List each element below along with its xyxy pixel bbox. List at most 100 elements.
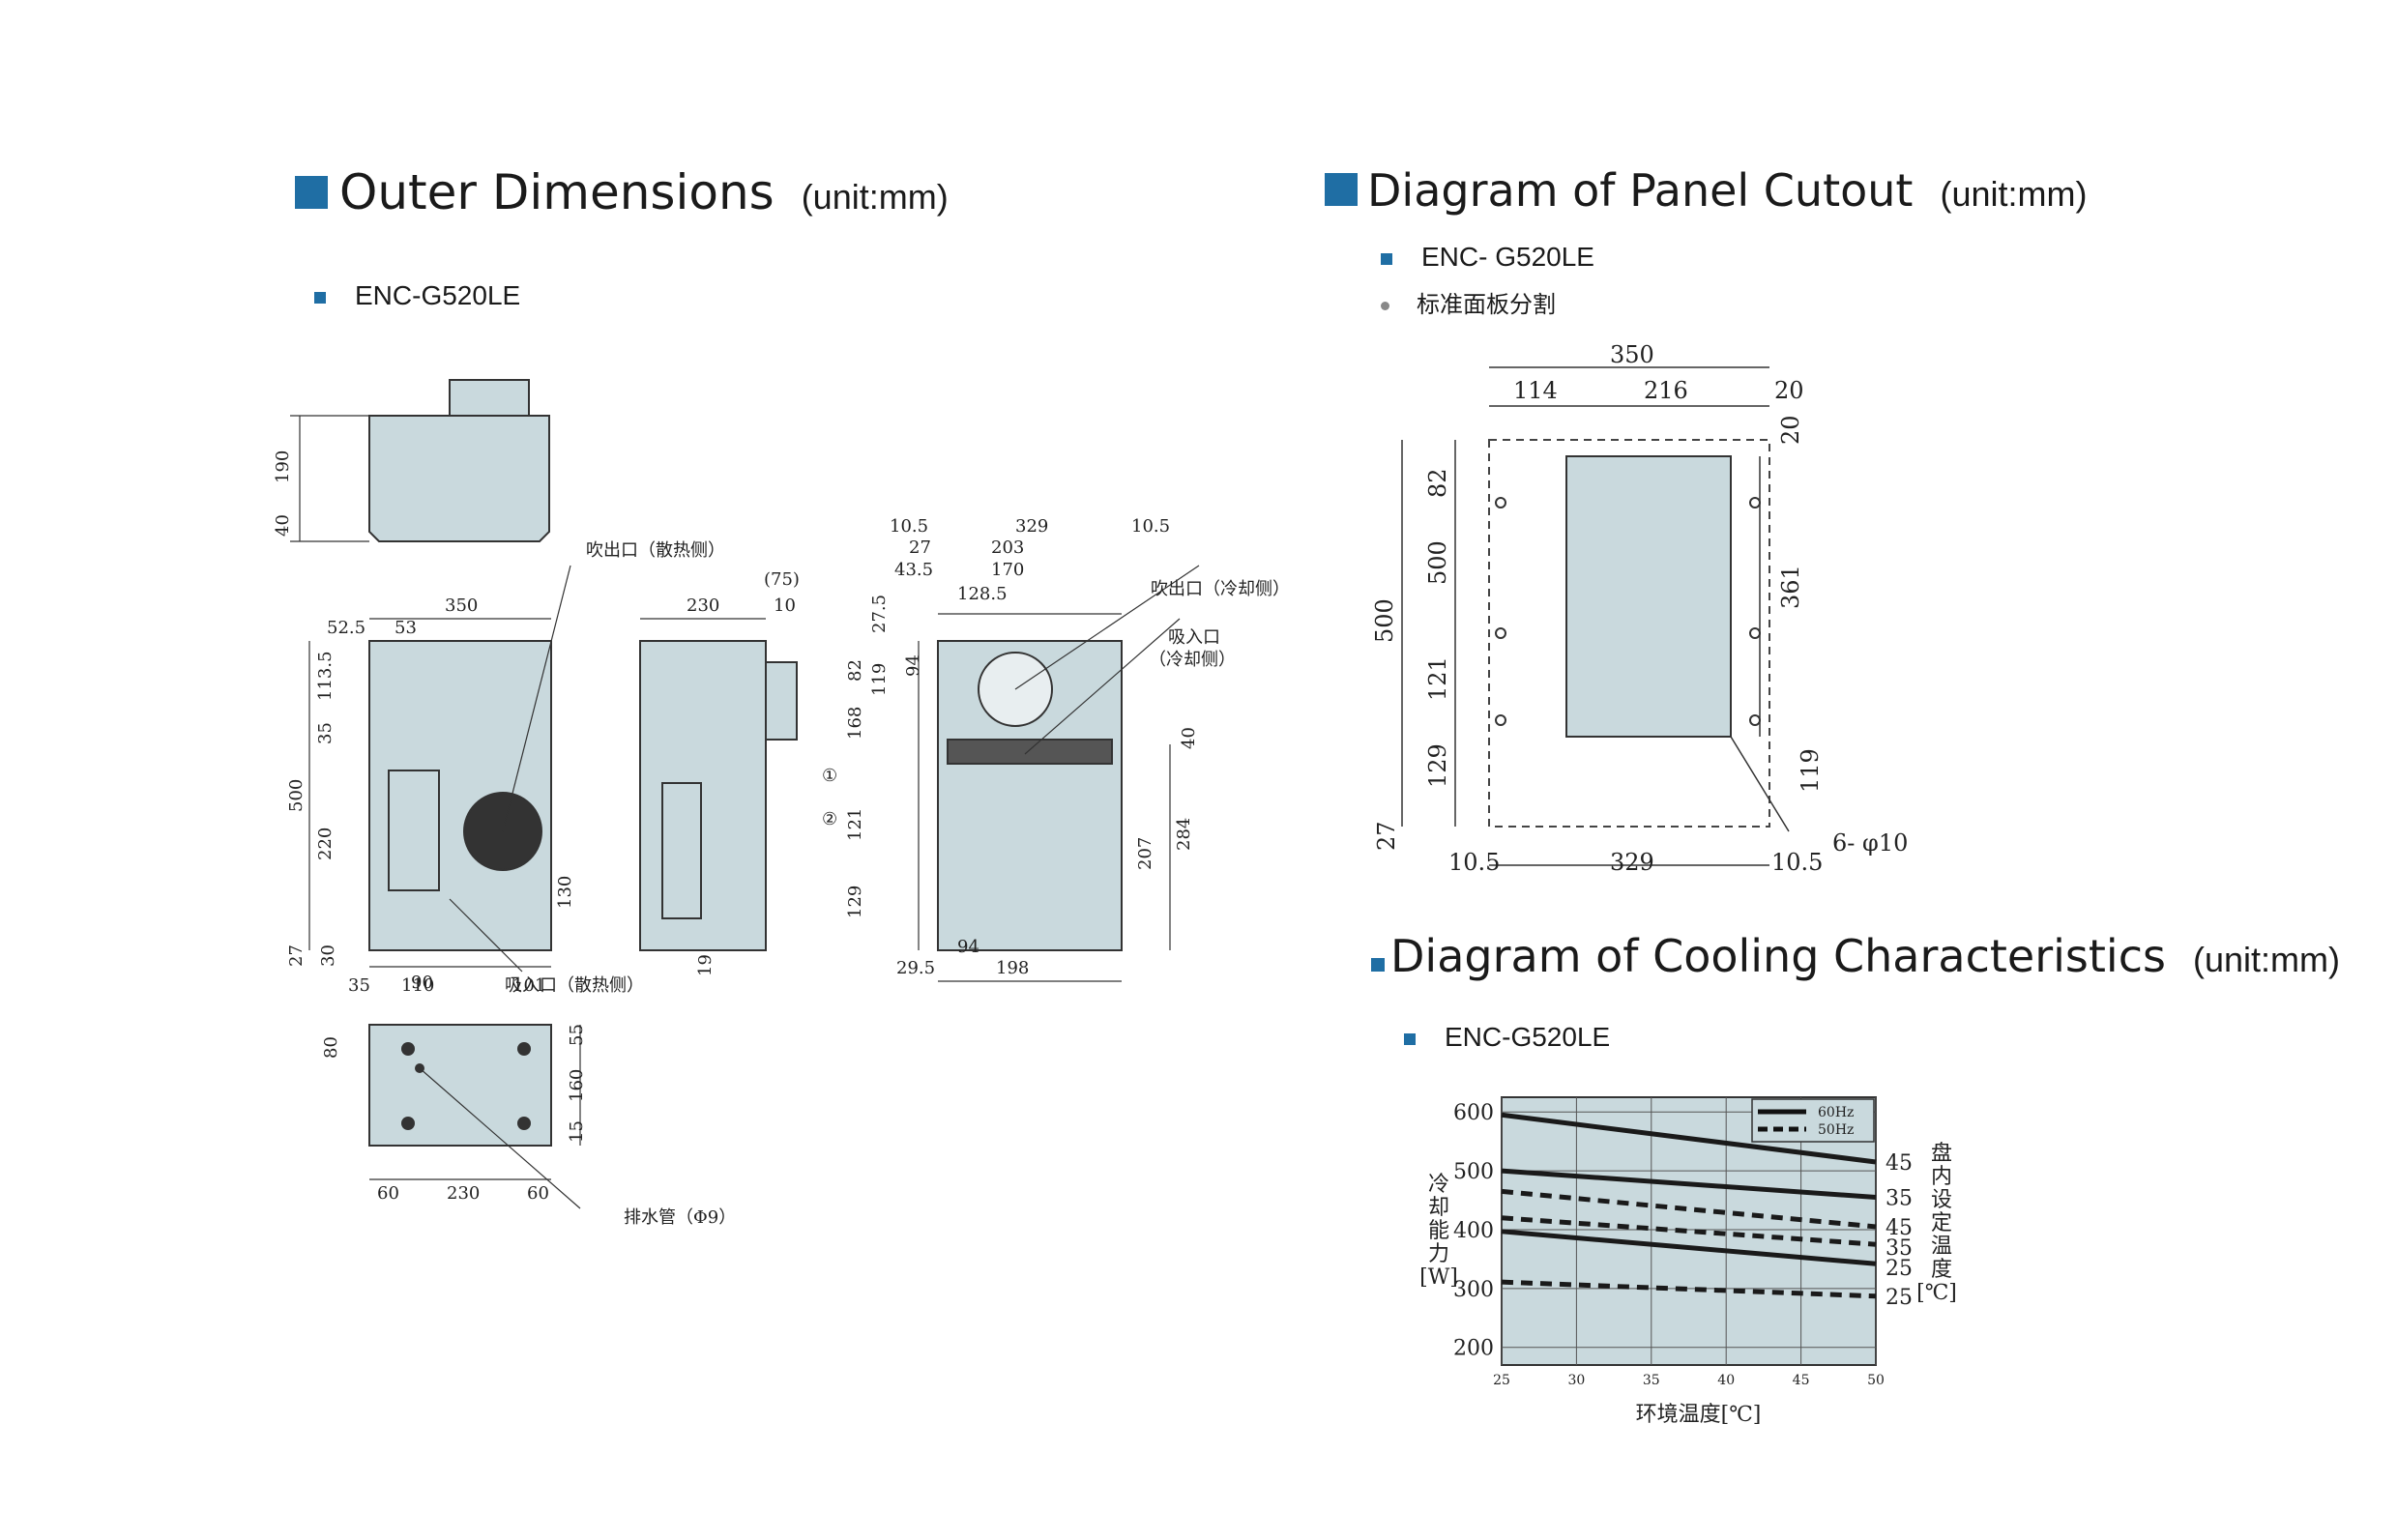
legend-box: [1751, 1098, 1875, 1143]
side-view-duct: [765, 661, 798, 741]
cooling-title: Diagram of Cooling Characteristics (unit…: [1371, 930, 2340, 982]
dim-label: 60: [527, 1183, 549, 1204]
x-tick-label: 25: [1493, 1373, 1510, 1388]
section-bullet-icon: [1371, 958, 1385, 972]
dim-label: 500: [1371, 598, 1398, 643]
mount-hole: [401, 1117, 415, 1130]
cutout-area: [1565, 455, 1732, 738]
dim-label: 350: [445, 596, 478, 616]
cutout-title-text: Diagram of Panel Cutout: [1367, 164, 1914, 217]
x-tick-label: 35: [1643, 1373, 1660, 1388]
y-tick-label: 500: [1453, 1160, 1494, 1184]
top-view-body: [368, 415, 550, 542]
y-tick-label: 300: [1453, 1278, 1494, 1302]
dim-label: 10.5: [890, 516, 928, 537]
callout-exhaust-cold: 吹出口（冷却侧）: [1151, 579, 1290, 599]
legend-label: 60Hz: [1818, 1105, 1854, 1120]
panel-cutout-title: Diagram of Panel Cutout (unit:mm): [1325, 164, 2087, 217]
series-line: [1501, 1168, 1877, 1200]
series-label: 25: [1885, 1257, 1913, 1281]
cutout-note: 标准面板分割: [1381, 285, 1556, 319]
dim-label: 128.5: [957, 584, 1008, 604]
dim-label: 27: [909, 538, 931, 558]
mount-hole: [517, 1117, 531, 1130]
section-bullet-icon: [295, 176, 328, 209]
dim-label: 6- φ10: [1832, 829, 1908, 857]
dim-label: 82: [845, 659, 865, 682]
outer-unit: (unit:mm): [801, 177, 949, 217]
series-label: 45: [1885, 1216, 1913, 1240]
dim-label: 30: [318, 944, 338, 967]
series-label: 35: [1885, 1236, 1913, 1261]
y-tick-label: 600: [1453, 1101, 1494, 1125]
section-bullet-icon: [1325, 173, 1358, 206]
dim-label: 130: [555, 876, 575, 909]
y-axis-label: 冷却能力[W]: [1419, 1173, 1458, 1290]
mount-hole: [517, 1042, 531, 1056]
dim-label: 94: [957, 937, 979, 957]
dim-label: 284: [1174, 818, 1194, 851]
dim-label: 27: [286, 944, 307, 967]
dim-label: 10.5: [1131, 516, 1170, 537]
dim-label: 15: [567, 1120, 587, 1143]
x-axis-label: 环境温度[℃]: [1636, 1403, 1762, 1427]
dim-label: 121: [1424, 656, 1451, 701]
dim-label: 129: [1424, 743, 1451, 788]
y-tick-label: 200: [1453, 1337, 1494, 1361]
dim-label: 129: [845, 886, 865, 918]
dim-label: 20: [1777, 415, 1804, 445]
dim-label: 52.5: [327, 618, 365, 638]
mounting-holes: [1495, 497, 1761, 726]
dim-label: 207: [1135, 837, 1155, 870]
marker-1: ①: [822, 766, 837, 786]
dim-label: 94: [903, 654, 923, 677]
dim-label: 90: [411, 973, 433, 993]
dim-label: 216: [1644, 377, 1688, 404]
dim-label: 40: [273, 514, 293, 537]
dim-label: 82: [1424, 468, 1451, 498]
dim-label: 114: [1513, 377, 1558, 404]
cutout-unit: (unit:mm): [1940, 174, 2088, 214]
series-line: [1501, 1112, 1877, 1165]
y-tick-label: 400: [1453, 1219, 1494, 1243]
model-bullet-icon: [1404, 1032, 1416, 1045]
dim-label: 220: [315, 828, 336, 860]
callout-exhaust-hot: 吹出口（散热侧）: [586, 540, 725, 561]
dim-label: 350: [1610, 341, 1654, 368]
x-tick-label: 45: [1793, 1373, 1810, 1388]
callout-intake-cold-sub: （冷却侧）: [1149, 650, 1236, 670]
dim-label: 19: [695, 954, 716, 976]
series-line: [1501, 1229, 1877, 1266]
x-tick-label: 30: [1567, 1373, 1585, 1388]
series-label: 35: [1885, 1186, 1913, 1210]
cutout-model: ENC- G520LE: [1381, 242, 1594, 273]
note-bullet-icon: [1381, 302, 1389, 310]
dim-label: 500: [1424, 540, 1451, 585]
dim-label: 119: [869, 663, 890, 696]
outer-dimensions-drawing: 190 40 350 52.5 53 113.5 35 500 220 27 3…: [273, 379, 1290, 1228]
x-tick-label: 50: [1867, 1373, 1885, 1388]
cooling-unit: (unit:mm): [2192, 940, 2340, 979]
rear-louver: [947, 739, 1113, 765]
dim-label: 35: [315, 722, 336, 744]
model-bullet-icon: [314, 291, 326, 304]
dim-label: 10: [774, 596, 796, 616]
dim-label: (75): [764, 569, 800, 590]
dim-label: 40: [1179, 727, 1199, 749]
dim-label: 20: [1774, 377, 1804, 404]
side-view-panel: [661, 782, 702, 919]
dim-label: 29.5: [896, 958, 935, 978]
dim-label: 190: [273, 450, 293, 483]
dim-label: 110: [401, 975, 434, 996]
dim-label: 329: [1610, 849, 1654, 876]
dim-label: 198: [996, 958, 1029, 978]
dim-label: 121: [845, 808, 865, 841]
series-line: [1501, 1215, 1877, 1247]
cooling-chart: 25 30 35 40 45 50 200 300 400 500 600 环境温度[℃] 冷却能力[W…: [1419, 1096, 1957, 1427]
x-tick-label: 40: [1717, 1373, 1735, 1388]
front-intake-window: [388, 770, 440, 891]
dim-label: 168: [845, 707, 865, 740]
dim-label: 27.5: [869, 595, 890, 633]
outer-title-text: Outer Dimensions: [339, 164, 775, 220]
panel-outline: [1488, 439, 1770, 828]
